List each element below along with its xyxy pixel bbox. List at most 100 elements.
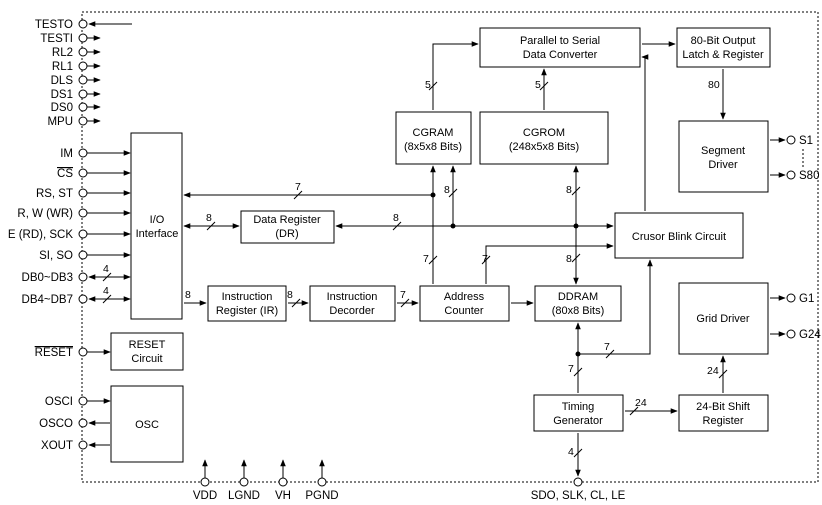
pin-testo[interactable]: TESTO xyxy=(35,19,132,31)
svg-text:Crusor Blink Circuit: Crusor Blink Circuit xyxy=(632,231,726,243)
pin-pgnd[interactable]: PGND xyxy=(305,459,339,502)
block-cursor-blink: Crusor Blink Circuit xyxy=(614,212,744,259)
bus-width: 7 xyxy=(295,181,301,193)
pin-vdd[interactable]: VDD xyxy=(193,459,217,502)
block-ddram: DDRAM (80x8 Bits) xyxy=(534,285,622,322)
bus-width: 7 xyxy=(482,253,488,265)
svg-text:Latch & Register: Latch & Register xyxy=(682,49,764,61)
block-address-counter: Address Counter xyxy=(419,285,510,322)
pin-label: CS xyxy=(57,168,73,180)
svg-text:Counter: Counter xyxy=(444,305,483,317)
pin-s80[interactable]: S80 xyxy=(770,170,819,182)
svg-text:Parallel to Serial: Parallel to Serial xyxy=(520,35,600,47)
pin-testi[interactable]: TESTI xyxy=(40,33,101,45)
pin-e-sck[interactable]: E (RD), SCK xyxy=(8,229,131,241)
bus-width: 4 xyxy=(568,446,574,458)
svg-text:Interface: Interface xyxy=(136,228,179,240)
pin-s1[interactable]: S1 xyxy=(770,135,813,147)
pin-label: S1 xyxy=(799,135,813,147)
block-parallel-serial: Parallel to Serial Data Converter xyxy=(479,27,641,68)
block-timing-generator: Timing Generator xyxy=(533,394,624,432)
pin-si-so[interactable]: SI, SO xyxy=(39,250,131,262)
bus-width: 80 xyxy=(708,79,720,91)
svg-text:Instruction: Instruction xyxy=(222,291,273,303)
pin-sdo-slk-cl-le[interactable]: SDO, SLK, CL, LE xyxy=(531,477,626,502)
pin-label: IM xyxy=(60,148,73,160)
block-cgram: CGRAM (8x5x8 Bits) xyxy=(395,111,472,165)
block-io-interface: I/O Interface xyxy=(130,132,183,320)
svg-text:DDRAM: DDRAM xyxy=(558,291,598,303)
pin-im[interactable]: IM xyxy=(60,148,131,160)
bus-width: 5 xyxy=(535,79,541,91)
pin-cs[interactable]: CS xyxy=(57,168,131,180)
svg-text:80-Bit Output: 80-Bit Output xyxy=(691,35,756,47)
pin-lgnd[interactable]: LGND xyxy=(228,459,260,502)
bottom-pins: VDD LGND VH PGND SDO, SLK, CL, LE xyxy=(193,459,626,502)
svg-text:(80x8 Bits): (80x8 Bits) xyxy=(552,305,605,317)
pin-g1[interactable]: G1 xyxy=(770,293,814,305)
bus-width: 7 xyxy=(400,289,406,301)
pin-osco[interactable]: OSCO xyxy=(39,418,110,430)
pin-label: TESTO xyxy=(35,19,73,31)
pin-vh[interactable]: VH xyxy=(275,459,291,502)
pin-label: SDO, SLK, CL, LE xyxy=(531,490,626,502)
pin-label: DS0 xyxy=(51,102,73,114)
pin-xout[interactable]: XOUT xyxy=(41,440,110,452)
junction-dot xyxy=(430,192,436,198)
pin-db0-db3[interactable]: 4 DB0~DB3 xyxy=(22,263,131,284)
pin-osci[interactable]: OSCI xyxy=(45,396,111,408)
chip-outline xyxy=(81,11,819,483)
pin-rs-st[interactable]: RS, ST xyxy=(36,188,131,200)
pin-label: G1 xyxy=(799,293,814,305)
pin-dls[interactable]: DLS xyxy=(51,75,101,87)
bus-width: 7 xyxy=(568,363,574,375)
block-reset-circuit: RESET Circuit xyxy=(110,332,184,371)
bus-width: 8 xyxy=(566,184,572,196)
block-instruction-decoder: Instruction Decorder xyxy=(309,285,396,322)
pin-label: RS, ST xyxy=(36,188,73,200)
block-cgrom: CGROM (248x5x8 Bits) xyxy=(479,111,609,165)
pin-rl2[interactable]: RL2 xyxy=(52,47,101,59)
svg-text:Decorder: Decorder xyxy=(329,305,375,317)
pin-label: RL2 xyxy=(52,47,73,59)
svg-text:Generator: Generator xyxy=(553,415,603,427)
svg-text:24-Bit Shift: 24-Bit Shift xyxy=(696,401,750,413)
pin-reset[interactable]: RESET xyxy=(35,347,111,359)
pin-label: LGND xyxy=(228,490,260,502)
svg-text:Register (IR): Register (IR) xyxy=(216,305,278,317)
svg-text:CGROM: CGROM xyxy=(523,127,565,139)
pin-label: RL1 xyxy=(52,61,73,73)
bus-width: 7 xyxy=(423,253,429,265)
pin-label: R, W (WR) xyxy=(17,208,73,220)
svg-text:Address: Address xyxy=(444,291,485,303)
bus-width: 8 xyxy=(206,212,212,224)
bus-width: 8 xyxy=(566,253,572,265)
bus-width: 4 xyxy=(103,263,109,275)
svg-text:Timing: Timing xyxy=(562,401,595,413)
pin-db4-db7[interactable]: 4 DB4~DB7 xyxy=(22,285,131,306)
pin-ds1[interactable]: DS1 xyxy=(51,89,101,101)
left-pins: TESTO TESTI RL2 RL1 DLS DS1 xyxy=(8,19,132,452)
pin-ds0[interactable]: DS0 xyxy=(51,102,101,114)
svg-text:Grid Driver: Grid Driver xyxy=(696,313,750,325)
pin-rw[interactable]: R, W (WR) xyxy=(17,208,131,220)
pin-label: DLS xyxy=(51,75,74,87)
bus-width: 24 xyxy=(635,397,647,409)
bus-width: 8 xyxy=(287,289,293,301)
pin-label: TESTI xyxy=(40,33,73,45)
pin-label: DB0~DB3 xyxy=(22,272,73,284)
pin-label: OSCO xyxy=(39,418,73,430)
block-output-latch: 80-Bit Output Latch & Register xyxy=(676,27,771,68)
pin-g24[interactable]: G24 xyxy=(770,329,821,341)
bus-width: 8 xyxy=(185,289,191,301)
bus-width: 7 xyxy=(604,341,610,353)
pin-label: VDD xyxy=(193,490,217,502)
bus-wires: 7 8 8 8 7 7 5 5 8 xyxy=(183,41,728,477)
svg-text:Driver: Driver xyxy=(708,159,738,171)
bus-width: 4 xyxy=(103,285,109,297)
pin-rl1[interactable]: RL1 xyxy=(52,61,101,73)
svg-text:(8x5x8 Bits): (8x5x8 Bits) xyxy=(404,141,462,153)
block-shift-register: 24-Bit Shift Register xyxy=(678,394,769,432)
pin-label: SI, SO xyxy=(39,250,73,262)
pin-mpu[interactable]: MPU xyxy=(47,116,101,128)
